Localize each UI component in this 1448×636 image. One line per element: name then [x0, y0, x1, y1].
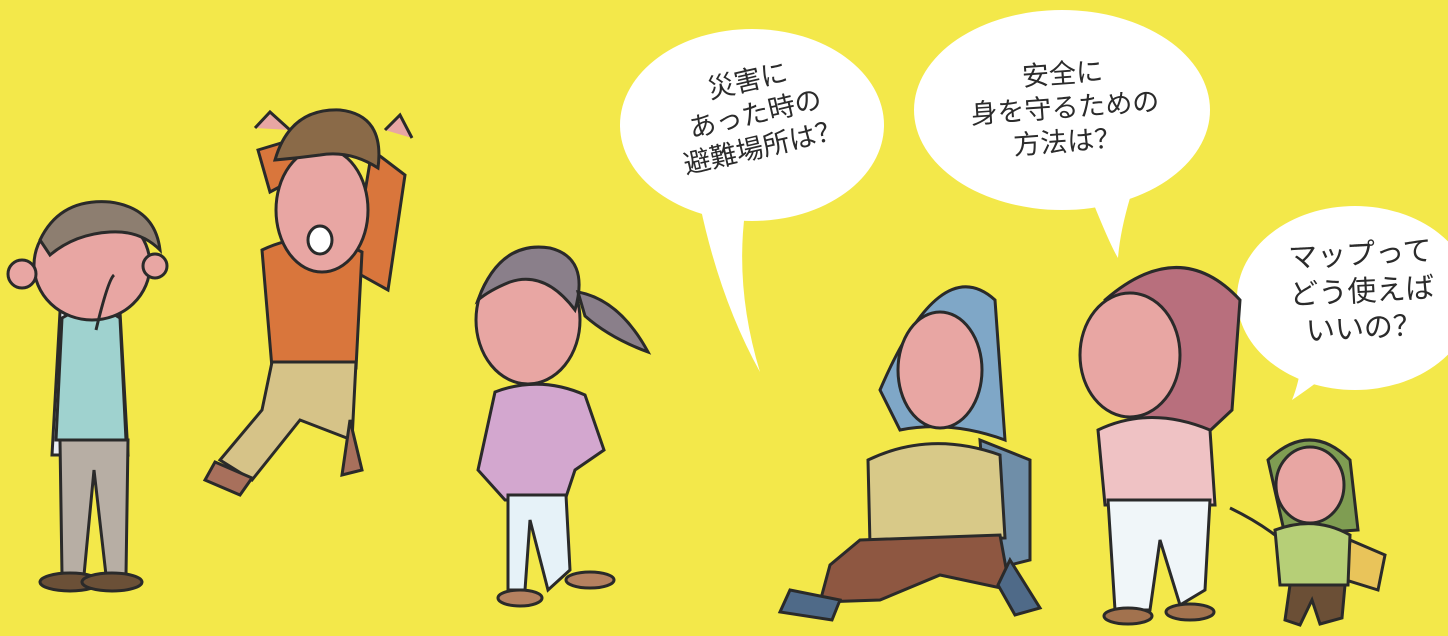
- speech-bubble-1: [620, 29, 884, 372]
- speech-bubble-3: [1237, 206, 1448, 400]
- person-woman-ponytail: [474, 245, 652, 608]
- person-man-jumping: [202, 108, 414, 497]
- speech-bubble-text-3: マップって どう使えば いいの？: [1259, 231, 1448, 352]
- speech-bubble-text-2: 安全に 身を守るための 方法は？: [937, 49, 1194, 168]
- person-child-green-hood: [1229, 438, 1387, 627]
- person-woman-red-hood: [1078, 266, 1242, 626]
- speech-bubble-2: [914, 10, 1210, 258]
- person-man-blue-hood: [777, 285, 1043, 622]
- person-man-thinking: [6, 200, 169, 593]
